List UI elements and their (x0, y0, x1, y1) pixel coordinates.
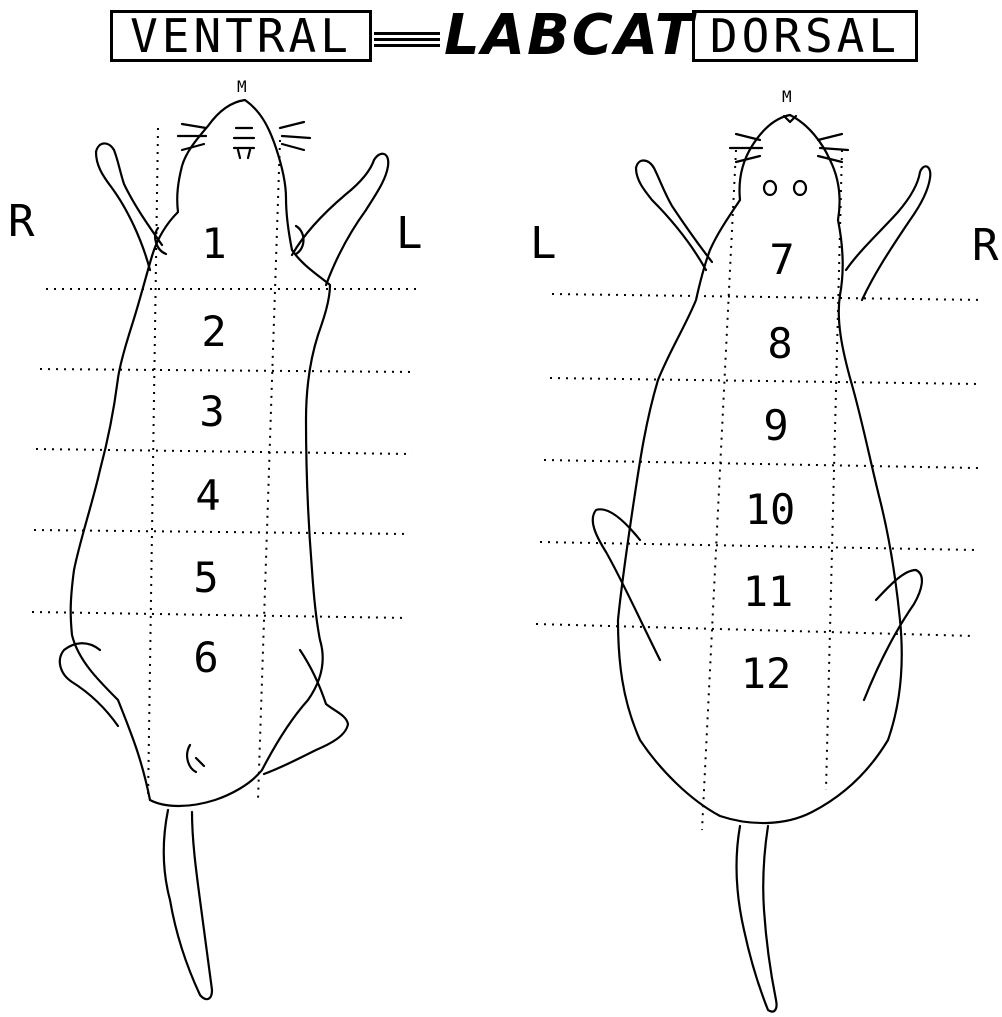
zone-label-10: 10 (745, 485, 796, 534)
zone-label-2: 2 (201, 307, 226, 356)
zone-label-11: 11 (743, 567, 794, 616)
zone-label-3: 3 (199, 387, 224, 436)
zone-label-6: 6 (193, 633, 218, 682)
dorsal-head-marker: M (782, 87, 792, 106)
zone-label-7: 7 (769, 235, 794, 284)
zone-label-9: 9 (763, 401, 788, 450)
zone-label-12: 12 (741, 649, 792, 698)
zone-label-8: 8 (767, 319, 792, 368)
ventral-head-marker: M (237, 77, 247, 96)
dorsal-cat-outline (593, 115, 931, 1012)
zone-label-1: 1 (201, 219, 226, 268)
zone-label-4: 4 (195, 471, 220, 520)
zone-label-5: 5 (193, 553, 218, 602)
